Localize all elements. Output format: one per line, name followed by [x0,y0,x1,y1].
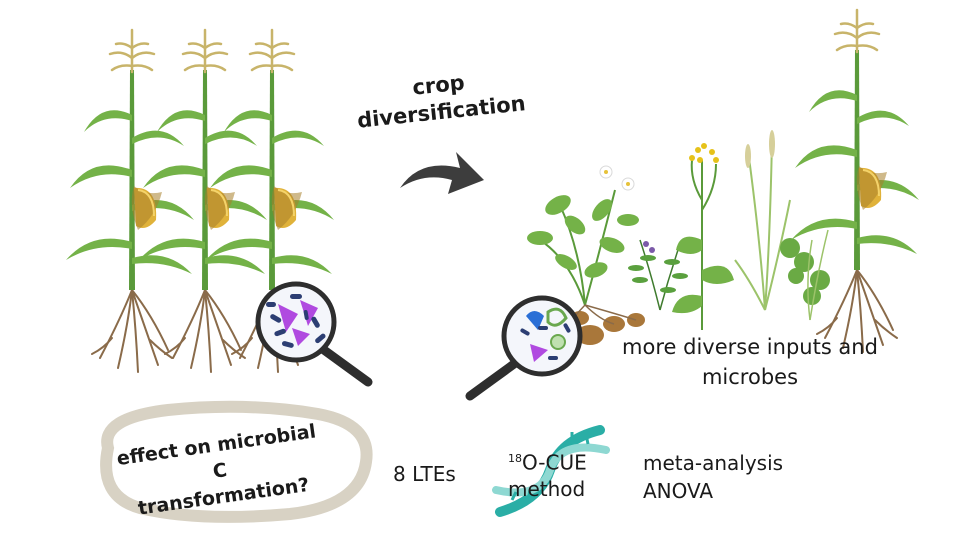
maize-plant-icon [64,28,196,374]
analysis-line2: ANOVA [643,479,714,503]
outcome-label: more diverse inputs and microbes [622,335,878,389]
method-line2: method [508,476,586,501]
curved-arrow-icon [400,152,484,194]
method-label: 18O-CUE method [508,446,587,502]
lte-label: 8 LTEs [393,462,456,486]
diverse-microbes-icon [520,307,571,362]
magnifier-icon [258,284,368,382]
question-blob [100,400,373,523]
analysis-line1: meta-analysis [643,451,784,475]
diverse-crops-icon [527,130,830,345]
microbes-icon [266,294,326,348]
dna-icon [492,425,610,517]
isotope-superscript: 18 [508,452,522,465]
analysis-label: meta-analysis ANOVA [643,449,783,505]
method-name: O-CUE [522,450,587,475]
